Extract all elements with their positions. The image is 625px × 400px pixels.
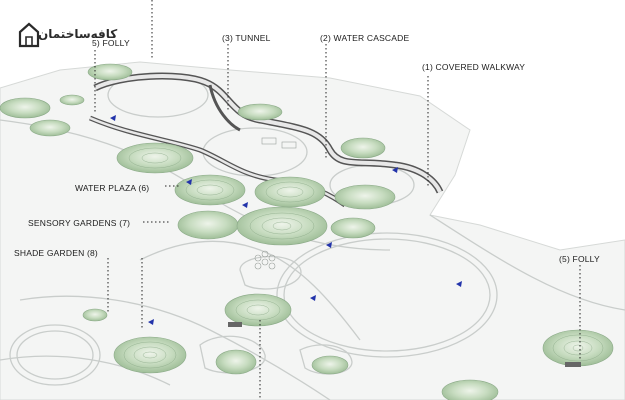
circulation-paths <box>0 72 625 400</box>
mound <box>330 217 376 239</box>
cafe-sakhteman-logo: کافه‌ساختمان <box>18 22 117 52</box>
mound-contours <box>123 147 604 369</box>
label-shade-garden: SHADE GARDEN (8) <box>14 248 98 258</box>
label-folly-right: (5) FOLLY <box>559 254 600 264</box>
label-water-plaza: WATER PLAZA (6) <box>75 183 150 193</box>
label-sensory-gardens: SENSORY GARDENS (7) <box>28 218 131 228</box>
mound <box>441 379 499 400</box>
mound <box>174 174 246 206</box>
flow-arrows <box>110 115 462 325</box>
mound <box>340 137 386 159</box>
leader-lines <box>94 0 581 400</box>
mound <box>113 336 187 374</box>
mound <box>254 176 326 208</box>
mound <box>311 355 349 375</box>
mound <box>542 329 614 367</box>
mound <box>215 349 257 375</box>
label-covered-walkway: (1) COVERED WALKWAY <box>422 62 526 72</box>
mound <box>59 94 85 106</box>
mound <box>177 210 239 240</box>
mound <box>82 308 108 322</box>
house-outline-icon <box>18 22 40 48</box>
label-water-cascade: (2) WATER CASCADE <box>320 33 410 43</box>
mound <box>87 63 133 81</box>
mound <box>334 184 396 210</box>
mound <box>0 97 51 119</box>
mound <box>116 142 194 174</box>
mound <box>224 293 292 327</box>
mound <box>29 119 71 137</box>
mound <box>236 206 328 246</box>
label-folly-top: 5) FOLLY <box>92 38 130 48</box>
label-tunnel: (3) TUNNEL <box>222 33 271 43</box>
site-features <box>228 137 581 367</box>
mound <box>237 103 283 121</box>
logo-text: کافه‌ساختمان <box>38 27 118 41</box>
